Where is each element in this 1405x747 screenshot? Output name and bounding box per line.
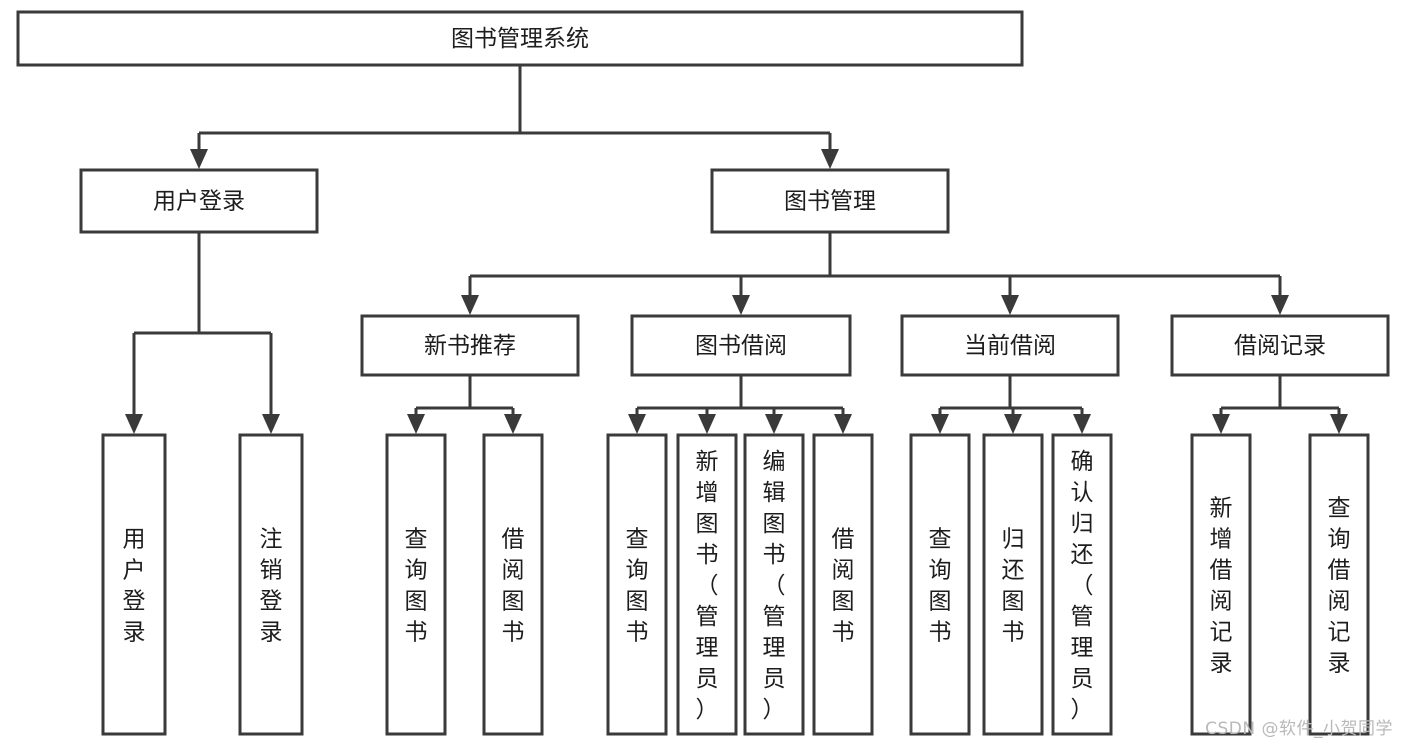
node-label-book-borrow: 图书借阅 <box>695 333 787 359</box>
arrow-head-icon <box>461 295 479 315</box>
node-leaf-confirm-return[interactable]: 确认归还（管理员） <box>1051 433 1113 736</box>
arrow-head-icon <box>407 414 425 434</box>
node-label-leaf-return-book: 归还图书 <box>1002 527 1025 646</box>
node-label-leaf-query-record: 查询借阅记录 <box>1328 496 1351 677</box>
node-leaf-query-book-1[interactable]: 查询图书 <box>385 433 447 736</box>
node-box-borrow-record <box>1170 314 1390 377</box>
node-box-book-manage <box>710 168 950 234</box>
node-box-current-borrow <box>900 314 1120 377</box>
arrow-head-icon <box>834 414 852 434</box>
node-box-leaf-edit-book <box>743 433 805 736</box>
arrow-head-icon <box>821 149 839 169</box>
node-box-leaf-return-book <box>982 433 1044 736</box>
node-leaf-add-record[interactable]: 新增借阅记录 <box>1190 433 1252 736</box>
node-label-current-borrow: 当前借阅 <box>964 333 1056 359</box>
node-box-leaf-user-login <box>101 433 167 736</box>
node-box-new-book-rec <box>360 314 580 377</box>
node-label-leaf-query-book-2: 查询图书 <box>626 527 649 646</box>
node-label-user-login: 用户登录 <box>153 189 245 215</box>
node-box-leaf-add-book <box>676 433 738 736</box>
node-label-book-manage: 图书管理 <box>784 189 876 215</box>
node-label-leaf-borrow-book-1: 借阅图书 <box>502 527 525 646</box>
node-layer: 图书管理系统用户登录图书管理新书推荐图书借阅当前借阅借阅记录用户登录注销登录查询… <box>16 10 1390 736</box>
arrow-head-icon <box>504 414 522 434</box>
arrow-head-icon <box>1212 414 1230 434</box>
arrow-head-icon <box>125 414 143 434</box>
node-label-leaf-user-logout: 注销登录 <box>260 527 283 646</box>
arrow-head-icon <box>698 414 716 434</box>
node-leaf-user-login[interactable]: 用户登录 <box>101 433 167 736</box>
node-box-leaf-user-logout <box>238 433 304 736</box>
node-box-book-borrow <box>630 314 852 377</box>
arrow-head-icon <box>765 414 783 434</box>
node-label-leaf-borrow-book-2: 借阅图书 <box>832 527 855 646</box>
node-leaf-query-record[interactable]: 查询借阅记录 <box>1308 433 1370 736</box>
node-box-root <box>16 10 1024 67</box>
arrow-head-icon <box>190 149 208 169</box>
node-box-user-login <box>79 168 319 234</box>
node-label-leaf-confirm-return: 确认归还（管理员） <box>1071 449 1094 723</box>
node-label-leaf-query-book-3: 查询图书 <box>929 527 952 646</box>
node-label-root: 图书管理系统 <box>451 26 589 52</box>
node-borrow-record[interactable]: 借阅记录 <box>1170 314 1390 377</box>
csdn-watermark: CSDN @软件_小贺同学 <box>1205 719 1393 739</box>
node-leaf-user-logout[interactable]: 注销登录 <box>238 433 304 736</box>
node-leaf-edit-book[interactable]: 编辑图书（管理员） <box>743 433 805 736</box>
node-label-leaf-user-login: 用户登录 <box>123 527 146 646</box>
arrow-head-icon <box>628 414 646 434</box>
arrow-head-icon <box>1271 295 1289 315</box>
arrow-head-icon <box>931 414 949 434</box>
node-book-manage[interactable]: 图书管理 <box>710 168 950 234</box>
node-label-leaf-add-record: 新增借阅记录 <box>1210 496 1233 677</box>
node-label-leaf-query-book-1: 查询图书 <box>405 527 428 646</box>
node-box-leaf-query-book-3 <box>909 433 971 736</box>
arrow-head-icon <box>1330 414 1348 434</box>
node-box-leaf-query-record <box>1308 433 1370 736</box>
node-current-borrow[interactable]: 当前借阅 <box>900 314 1120 377</box>
arrow-head-icon <box>1001 295 1019 315</box>
node-user-login[interactable]: 用户登录 <box>79 168 319 234</box>
node-label-leaf-add-book: 新增图书（管理员） <box>696 449 719 723</box>
arrow-head-icon <box>262 414 280 434</box>
node-leaf-borrow-book-1[interactable]: 借阅图书 <box>482 433 544 736</box>
arrow-head-icon <box>1073 414 1091 434</box>
node-leaf-return-book[interactable]: 归还图书 <box>982 433 1044 736</box>
node-box-leaf-add-record <box>1190 433 1252 736</box>
node-box-leaf-borrow-book-1 <box>482 433 544 736</box>
node-book-borrow[interactable]: 图书借阅 <box>630 314 852 377</box>
node-root[interactable]: 图书管理系统 <box>16 10 1024 67</box>
node-label-new-book-rec: 新书推荐 <box>424 333 516 359</box>
node-label-leaf-edit-book: 编辑图书（管理员） <box>763 449 786 723</box>
node-box-leaf-query-book-2 <box>606 433 668 736</box>
node-label-borrow-record: 借阅记录 <box>1234 333 1326 359</box>
node-box-leaf-confirm-return <box>1051 433 1113 736</box>
node-leaf-borrow-book-2[interactable]: 借阅图书 <box>812 433 874 736</box>
node-box-leaf-query-book-1 <box>385 433 447 736</box>
connector-layer <box>125 65 1348 434</box>
arrow-head-icon <box>732 295 750 315</box>
node-new-book-rec[interactable]: 新书推荐 <box>360 314 580 377</box>
node-leaf-add-book[interactable]: 新增图书（管理员） <box>676 433 738 736</box>
arrow-head-icon <box>1004 414 1022 434</box>
node-leaf-query-book-2[interactable]: 查询图书 <box>606 433 668 736</box>
node-box-leaf-borrow-book-2 <box>812 433 874 736</box>
node-leaf-query-book-3[interactable]: 查询图书 <box>909 433 971 736</box>
